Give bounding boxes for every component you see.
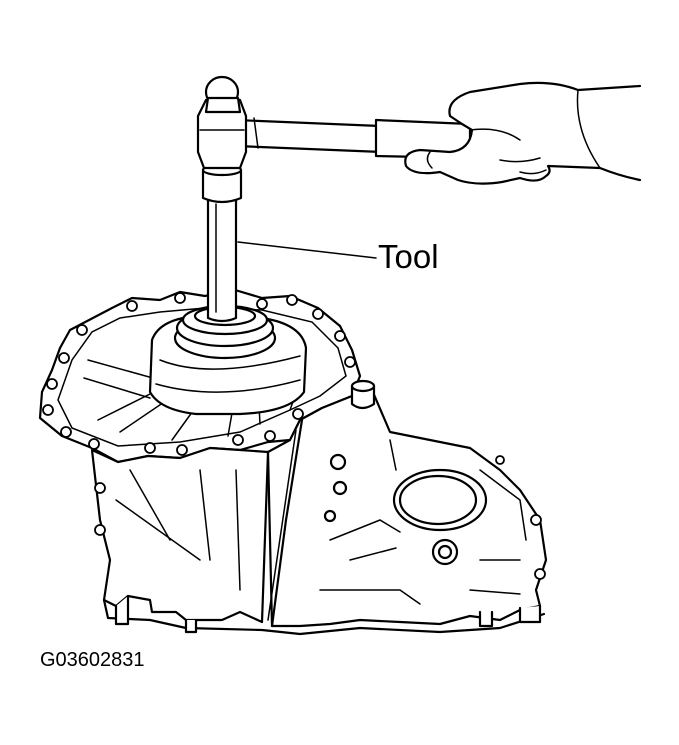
flange-bolt-holes [42,292,546,580]
case-seam-2 [267,429,297,621]
hammer [196,75,472,170]
case-base-notches [114,594,542,634]
tool-leader-line [237,241,377,259]
tool-collar [201,168,243,204]
figure-id: G03602831 [40,649,145,671]
hand [404,81,642,185]
case-lower-body [90,446,270,624]
case-port [389,439,527,566]
tool-callout-label: Tool [378,238,439,275]
case-seam [270,418,304,628]
case-right-details [319,453,521,605]
hammer-head [196,98,248,170]
case-plug [350,379,376,410]
tool-rod [206,194,238,323]
hand-outline [404,81,642,185]
bearing-seal [173,304,277,360]
transaxle-case [38,288,548,636]
driver-tool [201,163,243,323]
